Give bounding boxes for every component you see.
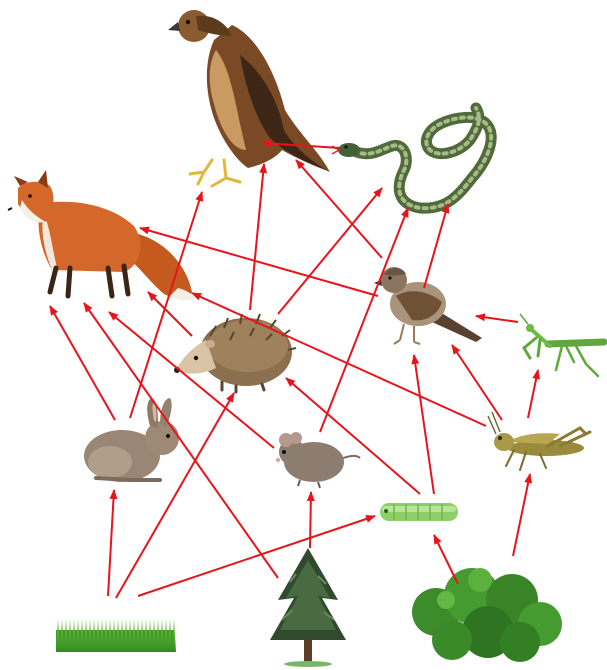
arrow-sparrow-to-snake	[424, 204, 448, 288]
hawk-icon	[168, 10, 330, 186]
grasshopper-icon	[488, 412, 590, 470]
arrow-hedgehog-to-hawk	[250, 164, 264, 310]
arrow-rabbit-to-hawk	[130, 192, 202, 418]
arrow-rabbit-to-fox	[50, 306, 115, 420]
arrow-hedgehog-to-snake	[278, 188, 382, 314]
grass-icon	[56, 618, 176, 652]
snake-icon	[332, 108, 491, 208]
arrow-tree-to-mouse	[310, 492, 311, 548]
arrow-sparrow-to-hawk	[296, 160, 382, 258]
shrub-icon	[412, 568, 562, 662]
mantis-icon	[520, 314, 604, 376]
sparrow-icon	[374, 267, 482, 344]
caterpillar-icon	[380, 503, 458, 521]
arrow-shrub-to-grasshopper	[513, 474, 530, 556]
arrow-grass-to-hedgehog	[116, 393, 234, 598]
arrow-mouse-to-snake	[320, 208, 408, 432]
tree-icon	[270, 548, 346, 667]
arrow-grass-to-rabbit	[108, 490, 114, 596]
mouse-icon	[276, 432, 360, 488]
arrow-grasshopper-to-mantis	[528, 370, 538, 418]
arrow-caterpillar-to-sparrow	[414, 355, 434, 494]
feeding-arrows	[50, 143, 538, 598]
arrow-grasshopper-to-sparrow	[452, 345, 502, 420]
arrow-mantis-to-sparrow	[476, 316, 518, 322]
arrow-shrub-to-caterpillar	[434, 535, 458, 584]
arrow-grass-to-caterpillar	[138, 516, 375, 596]
